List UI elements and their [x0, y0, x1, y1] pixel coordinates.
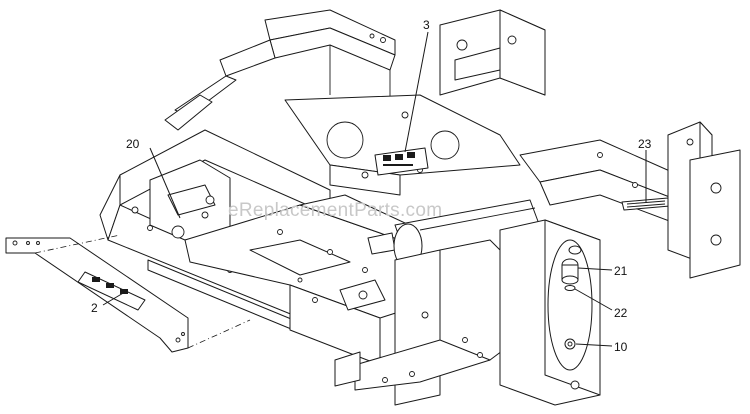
- callout-20: 20: [126, 137, 140, 151]
- callouts: 3 20 23 2 21 22 10: [91, 18, 652, 354]
- leader-lines: [102, 31, 647, 347]
- callout-10: 10: [614, 340, 628, 354]
- decal-strip-2: [5, 234, 251, 353]
- control-bracket-20: [149, 159, 231, 241]
- callout-23: 23: [638, 137, 652, 151]
- callout-3: 3: [423, 18, 430, 32]
- center-cross-member: [284, 94, 521, 196]
- right-tower: [439, 9, 546, 96]
- caster-mount: [547, 239, 593, 390]
- right-platform: [519, 139, 691, 226]
- callout-21: 21: [614, 264, 628, 278]
- right-bracket: [667, 121, 741, 279]
- callout-2: 2: [91, 301, 98, 315]
- washer-22: [564, 285, 576, 291]
- watermark: eReplacementParts.com: [228, 200, 442, 221]
- front-frame-body: [184, 194, 421, 366]
- rear-upper-frame: [164, 9, 396, 131]
- callout-22: 22: [614, 306, 628, 320]
